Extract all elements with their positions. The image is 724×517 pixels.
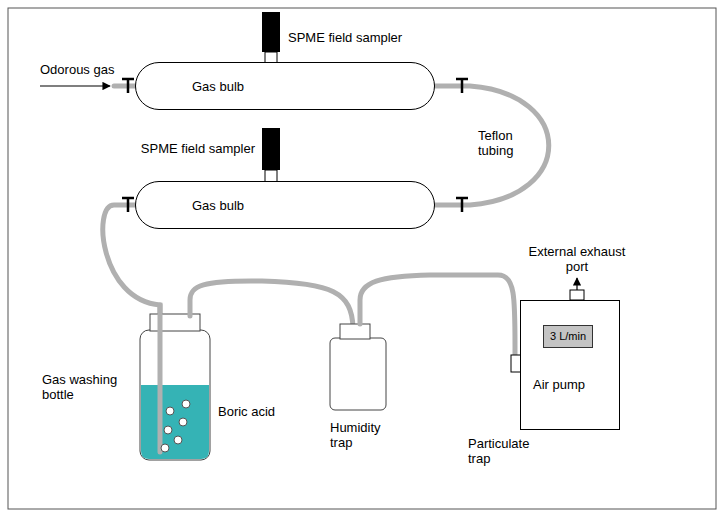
bottle-label: Gas washing bottle <box>42 372 132 402</box>
spme-sampler <box>262 12 280 52</box>
node-text: 3 L/min <box>550 329 586 344</box>
particulate-label: Particulate trap <box>468 436 546 466</box>
exhaust-arrow <box>576 278 577 290</box>
sampler-label: SPME field sampler <box>128 141 255 156</box>
flow-display: 3 L/min <box>543 325 593 348</box>
bubbles <box>161 400 190 452</box>
humidity-trap <box>330 338 386 410</box>
node-text: Air pump <box>533 377 613 392</box>
inlet-label: Odorous gas <box>40 62 130 77</box>
trap-cap <box>340 324 370 339</box>
washing-bottle <box>140 330 210 460</box>
gas-bulb: Gas bulb <box>135 62 435 110</box>
air-pump: Air pump 3 L/min <box>520 300 620 430</box>
tubing-label: Teflon tubing <box>478 128 530 158</box>
teflon-tube <box>435 86 549 205</box>
gas-bulb: Gas bulb <box>135 181 435 229</box>
liquid-label: Boric acid <box>218 404 298 419</box>
tube <box>158 305 163 452</box>
node-text: Gas bulb <box>192 198 244 213</box>
spme-sampler <box>262 128 280 170</box>
tube <box>360 275 515 356</box>
boric-acid-liquid <box>141 385 209 459</box>
inlet-arrow <box>40 85 110 86</box>
trap-label: Humidity trap <box>330 420 400 450</box>
exhaust-label: External exhaust port <box>522 244 632 274</box>
exhaust-port <box>570 290 584 300</box>
node-text: Gas bulb <box>192 79 244 94</box>
tube <box>190 281 353 328</box>
frame <box>8 8 716 509</box>
sampler-label: SPME field sampler <box>288 30 428 45</box>
